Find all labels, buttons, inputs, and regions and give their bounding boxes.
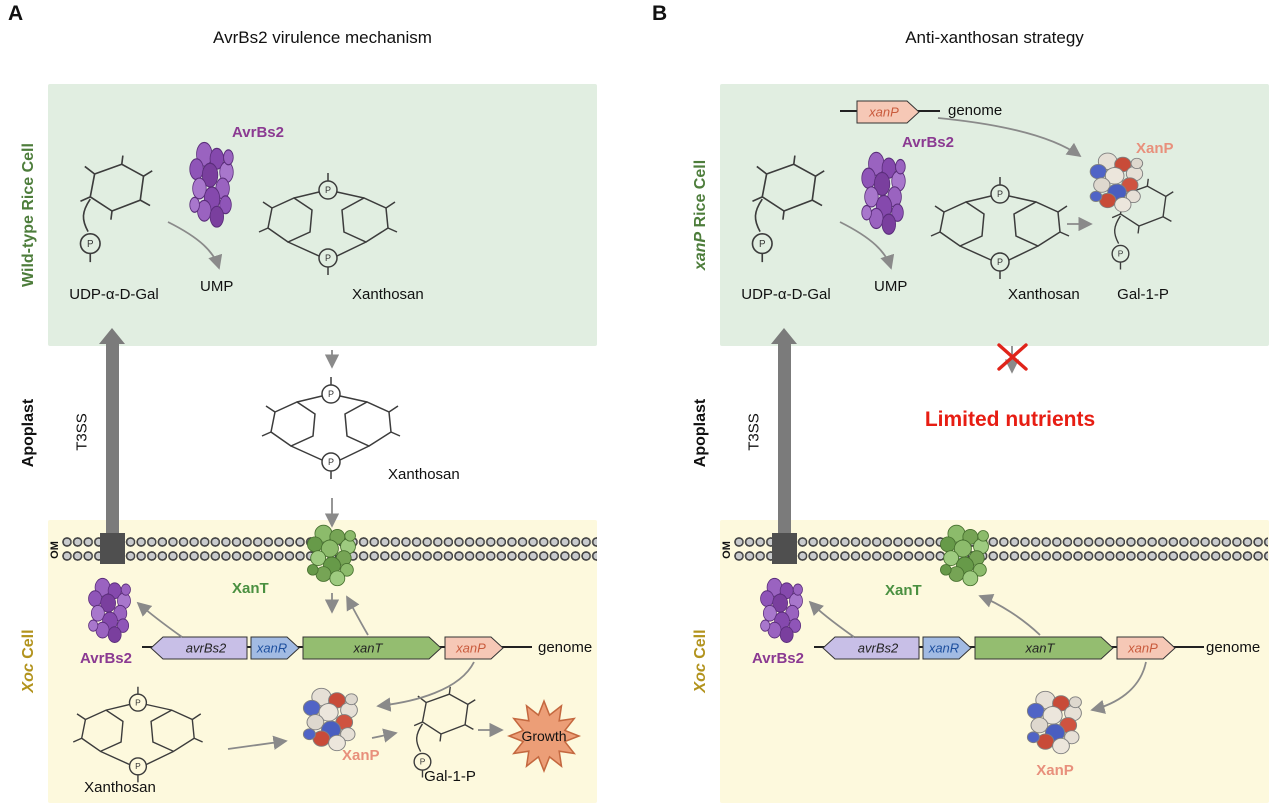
xanthosan-structure-apoplast-a: PP <box>255 372 405 484</box>
xanthosan-apoplast-label-a: Xanthosan <box>388 466 460 483</box>
panel-b-apoplast-label: Apoplast <box>692 398 709 468</box>
xanthosan-structure-rice-a: PP <box>252 168 402 280</box>
udp-gal-structure-a: P <box>62 152 162 270</box>
panel-a-t3ss-arrowhead <box>99 328 125 344</box>
svg-text:P: P <box>325 253 331 263</box>
xanthosan-structure-b: PP <box>924 172 1074 284</box>
gene-xant-b: xanT <box>974 636 1114 660</box>
avrbs2-label-rice-b: AvrBs2 <box>902 134 954 151</box>
gene-xanp-top-b: xanP <box>856 100 920 124</box>
svg-text:P: P <box>135 697 141 707</box>
panel-b-top-genome-label: genome <box>948 102 1003 119</box>
gene-xanp-a: xanP <box>444 636 504 660</box>
panel-a-t3ss-label: T3SS <box>73 413 91 451</box>
gene-xanp-b: xanP <box>1116 636 1176 660</box>
panel-a-title: AvrBs2 virulence mechanism <box>213 28 432 47</box>
avrbs2-protein-xoc-a <box>82 575 138 647</box>
panel-a-apoplast-label: Apoplast <box>20 398 37 468</box>
svg-text:P: P <box>997 189 1003 199</box>
panel-b-t3ss-base <box>772 533 797 564</box>
svg-text:xanR: xanR <box>256 641 287 656</box>
panel-a-genome-label: genome <box>538 639 593 656</box>
avrbs2-label-xoc-b: AvrBs2 <box>752 650 804 667</box>
panel-b-t3ss-label: T3SS <box>745 413 763 451</box>
xant-protein-b <box>933 522 997 590</box>
panel-b-xoc-cell-box <box>720 520 1269 803</box>
xanp-protein-xoc-b <box>1019 688 1091 758</box>
xanp-label-rice-b: XanP <box>1136 140 1174 157</box>
svg-text:P: P <box>325 185 331 195</box>
panel-a-t3ss-base <box>100 533 125 564</box>
gal-1-p-structure-a: P <box>398 684 484 784</box>
gene-xant-a: xanT <box>302 636 442 660</box>
svg-text:xanT: xanT <box>1025 641 1056 656</box>
panel-a-rice-cell-box <box>48 84 597 346</box>
panel-b-label: B <box>652 2 668 25</box>
panel-a-label: A <box>8 2 24 25</box>
panel-a-xoc-region-label: Xoc Cell <box>20 629 37 693</box>
panel-b-xoc-region-label: Xoc Cell <box>692 629 709 693</box>
panel-b-rice-region-label: xanP Rice Cell <box>692 159 709 271</box>
svg-text:avrBs2: avrBs2 <box>186 641 227 656</box>
svg-text:P: P <box>997 257 1003 267</box>
udp-gal-label-b: UDP-α-D-Gal <box>741 286 831 303</box>
panel-b-om-label: OM <box>721 541 733 559</box>
svg-text:P: P <box>328 457 334 467</box>
gal-1-p-structure-b: P <box>1096 176 1182 276</box>
panel-b-title: Anti-xanthosan strategy <box>905 28 1084 47</box>
panel-a-om-label: OM <box>49 541 61 559</box>
panel-a-t3ss-needle <box>106 344 119 556</box>
svg-text:xanT: xanT <box>353 641 384 656</box>
limited-nutrients-text: Limited nutrients <box>924 408 1096 431</box>
svg-text:P: P <box>420 757 426 767</box>
svg-text:xanP: xanP <box>455 641 486 656</box>
svg-text:P: P <box>759 239 766 250</box>
svg-text:P: P <box>87 239 94 250</box>
xanp-protein-a <box>295 685 367 755</box>
gene-xanr-a: xanR <box>250 636 300 660</box>
avrbs2-label-rice-a: AvrBs2 <box>232 124 284 141</box>
xanthosan-xoc-label-a: Xanthosan <box>84 779 156 796</box>
avrbs2-protein-xoc-b <box>754 575 810 647</box>
red-x-icon <box>997 343 1028 371</box>
gal-1-p-label-b: Gal-1-P <box>1117 286 1169 303</box>
panel-b-t3ss-needle <box>778 344 791 556</box>
xanp-protein-rice-b <box>1082 150 1152 216</box>
panel-b-outer-membrane <box>734 536 1268 562</box>
ump-label-b: UMP <box>874 278 908 295</box>
svg-text:P: P <box>328 389 334 399</box>
gal-1-p-label-a: Gal-1-P <box>424 768 476 785</box>
svg-text:xanP: xanP <box>1127 641 1158 656</box>
svg-text:P: P <box>1118 249 1124 259</box>
panel-b-genome-label: genome <box>1206 639 1261 656</box>
xanthosan-structure-xoc-a: PP <box>62 682 212 787</box>
svg-text:xanP: xanP <box>868 105 899 120</box>
growth-label: Growth <box>521 728 567 744</box>
ump-label-a: UMP <box>200 278 234 295</box>
panel-b-t3ss-arrowhead <box>771 328 797 344</box>
avrbs2-protein-rice-b <box>855 148 913 240</box>
udp-gal-label-a: UDP-α-D-Gal <box>69 286 159 303</box>
xanthosan-label-b: Xanthosan <box>1008 286 1080 303</box>
avrbs2-protein-rice-a <box>183 138 241 233</box>
svg-text:xanR: xanR <box>928 641 959 656</box>
xanp-label-xoc-b: XanP <box>1036 762 1074 779</box>
xant-protein-a <box>300 522 364 590</box>
gene-xanr-b: xanR <box>922 636 972 660</box>
panel-a-rice-region-label: Wild-type Rice Cell <box>20 143 37 287</box>
xanthosan-rice-label-a: Xanthosan <box>352 286 424 303</box>
xant-label-b: XanT <box>885 582 922 599</box>
svg-text:avrBs2: avrBs2 <box>858 641 899 656</box>
xant-label-a: XanT <box>232 580 269 597</box>
udp-gal-structure-b: P <box>734 152 834 270</box>
gene-avrbs2-b: avrBs2 <box>822 636 920 660</box>
gene-avrbs2-a: avrBs2 <box>150 636 248 660</box>
avrbs2-label-xoc-a: AvrBs2 <box>80 650 132 667</box>
svg-text:P: P <box>135 761 141 771</box>
xanp-label-a: XanP <box>342 747 380 764</box>
